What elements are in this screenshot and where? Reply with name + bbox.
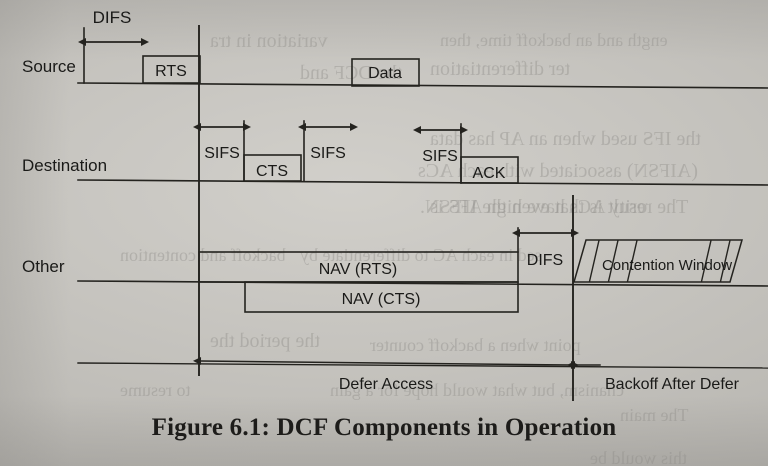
ack-frame-box	[460, 156, 519, 184]
row-label-source: Source	[22, 57, 76, 76]
defer-access-arrow	[193, 357, 579, 369]
sifs-2-label: SIFS	[310, 145, 346, 162]
rts-label: RTS	[155, 63, 187, 80]
row-label-other: Other	[22, 257, 65, 276]
contention-window-slots	[587, 240, 732, 282]
bottom-span-row	[77, 357, 768, 369]
sifs-1-label: SIFS	[204, 145, 240, 162]
difs-1-label: DIFS	[93, 8, 132, 27]
nav-cts-bar	[244, 281, 519, 313]
rts-frame-box	[142, 55, 201, 84]
dcf-timing-diagram: Source Destination Other DIFS RTS Data S…	[22, 8, 768, 401]
other-timeline	[77, 280, 768, 287]
defer-access-label: Defer Access	[339, 376, 433, 393]
cts-label: CTS	[256, 163, 288, 180]
sifs-3-label: SIFS	[422, 148, 458, 165]
cts-frame-box	[243, 154, 302, 182]
destination-row	[77, 120, 768, 186]
contention-window-shape	[573, 239, 743, 283]
diagram-labels: Source Destination Other DIFS RTS Data S…	[22, 8, 740, 393]
nav-rts-label: NAV (RTS)	[319, 261, 398, 278]
row-label-destination: Destination	[22, 156, 107, 175]
source-timeline	[77, 82, 768, 89]
data-label: Data	[368, 65, 402, 82]
nav-cts-label: NAV (CTS)	[342, 291, 421, 308]
destination-timeline	[77, 179, 768, 186]
contention-window-label: Contention Window	[602, 257, 732, 274]
figure-caption: Figure 6.1: DCF Components in Operation	[151, 414, 617, 441]
ack-label: ACK	[473, 165, 506, 182]
bleed-text-15: this would be	[590, 448, 687, 466]
backoff-after-defer-label: Backoff After Defer	[605, 376, 740, 393]
data-frame-box	[351, 58, 420, 87]
difs-2-label: DIFS	[527, 252, 563, 269]
other-row	[77, 227, 768, 313]
source-row	[77, 27, 768, 89]
